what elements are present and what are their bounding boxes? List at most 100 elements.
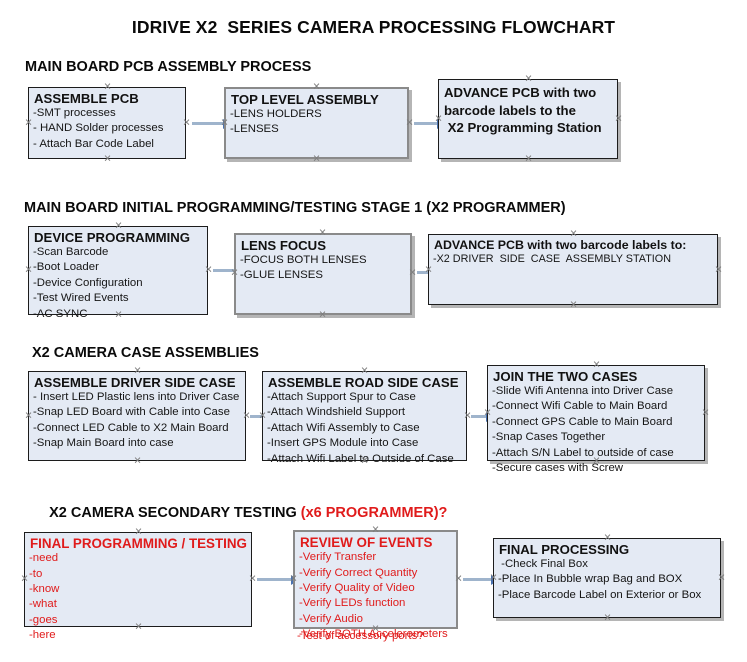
box-device-programming[interactable]: DEVICE PROGRAMMING -Scan Barcode -Boot L… [28, 226, 208, 320]
box-advance-pcb-programming-station[interactable]: ADVANCE PCB with two barcode labels to t… [438, 79, 618, 159]
box-top-level-assembly[interactable]: TOP LEVEL ASSEMBLY -LENS HOLDERS -LENSES [224, 87, 409, 159]
box-final-programming-testing[interactable]: FINAL PROGRAMMING / TESTING -need -to -k… [24, 532, 252, 641]
resize-handle-bottom[interactable] [524, 155, 533, 164]
box-title: ASSEMBLE ROAD SIDE CASE [268, 375, 459, 390]
box-line-list: -need -to -know -what -goes -here [25, 551, 251, 643]
resize-handle-top[interactable] [569, 230, 578, 239]
section-heading-1: MAIN BOARD PCB ASSEMBLY PROCESS [25, 59, 312, 75]
box-title: FINAL PROGRAMMING / TESTING [30, 536, 247, 551]
box-line: -Attach Support Spur to Case [267, 391, 416, 404]
box-final-processing[interactable]: FINAL PROCESSING -Check Final Box -Place… [493, 538, 721, 618]
resize-handle-left[interactable] [424, 266, 433, 275]
resize-handle-right[interactable] [204, 266, 213, 275]
box-overflow-line: -Test of accessory ports? [297, 630, 424, 642]
resize-handle-left[interactable] [434, 115, 443, 124]
resize-handle-bottom[interactable] [371, 625, 380, 634]
box-line: - Insert LED Plastic lens into Driver Ca… [33, 391, 240, 404]
box-line: -need [29, 552, 59, 565]
box-assemble-road-side-case[interactable]: ASSEMBLE ROAD SIDE CASE -Attach Support … [262, 371, 467, 465]
box-line: -know [29, 583, 60, 596]
resize-handle-top[interactable] [592, 361, 601, 370]
box-assemble-driver-side-case[interactable]: ASSEMBLE DRIVER SIDE CASE - Insert LED P… [28, 371, 246, 461]
box-line: - HAND Solder processes [33, 122, 164, 135]
box-line: -Verify Audio [299, 612, 363, 625]
section-heading-4-text: X2 CAMERA SECONDARY TESTING [49, 505, 301, 521]
resize-handle-left[interactable] [489, 574, 498, 583]
box-title-line-3: X2 Programming Station [444, 120, 602, 136]
resize-handle-top[interactable] [603, 534, 612, 543]
box-line: -Slide Wifi Antenna into Driver Case [492, 385, 674, 398]
resize-handle-bottom[interactable] [114, 311, 123, 320]
box-line: -Verify Transfer [299, 551, 377, 564]
box-title: REVIEW OF EVENTS [300, 535, 433, 550]
box-line: -Snap Main Board into case [33, 437, 174, 450]
resize-handle-top[interactable] [312, 83, 321, 92]
resize-handle-right[interactable] [248, 575, 257, 584]
resize-handle-left[interactable] [289, 575, 298, 584]
resize-handle-bottom[interactable] [360, 457, 369, 466]
section-heading-4: X2 CAMERA SECONDARY TESTING (x6 PROGRAMM… [33, 489, 447, 537]
resize-handle-left[interactable] [24, 412, 33, 421]
resize-handle-top[interactable] [524, 75, 533, 84]
resize-handle-top[interactable] [360, 367, 369, 376]
resize-handle-left[interactable] [20, 575, 29, 584]
resize-handle-right[interactable] [717, 574, 726, 583]
box-title-line-2: barcode labels to the [444, 102, 576, 118]
resize-handle-bottom[interactable] [134, 623, 143, 632]
box-line: -LENSES [230, 123, 279, 136]
resize-handle-bottom[interactable] [133, 457, 142, 466]
box-advance-pcb-case-assembly-station[interactable]: ADVANCE PCB with two barcode labels to: … [428, 234, 718, 305]
resize-handle-left[interactable] [24, 266, 33, 275]
box-line: -here [29, 629, 56, 642]
box-line: -LENS HOLDERS [230, 108, 322, 121]
box-lens-focus[interactable]: LENS FOCUS -FOCUS BOTH LENSES -GLUE LENS… [234, 233, 412, 315]
box-review-of-events[interactable]: REVIEW OF EVENTS -Verify Transfer -Verif… [293, 530, 458, 640]
resize-handle-left[interactable] [220, 119, 229, 128]
box-line: -Check Final Box [498, 558, 588, 571]
resize-handle-left[interactable] [483, 409, 492, 418]
box-title: JOIN THE TWO CASES [493, 369, 638, 384]
box-line: -AC SYNC [33, 307, 88, 320]
resize-handle-right[interactable] [714, 266, 723, 275]
page-title: IDRIVE X2 SERIES CAMERA PROCESSING FLOWC… [131, 17, 616, 37]
box-line: -Attach Wifi Assembly to Case [267, 421, 420, 434]
resize-handle-bottom[interactable] [318, 311, 327, 320]
box-line-list: -SMT processes - HAND Solder processes -… [29, 106, 185, 152]
box-line: -Verify LEDs function [299, 597, 406, 610]
resize-handle-top[interactable] [133, 367, 142, 376]
resize-handle-top[interactable] [114, 222, 123, 231]
resize-handle-top[interactable] [103, 83, 112, 92]
resize-handle-right[interactable] [614, 115, 623, 124]
box-line: -Snap Cases Together [492, 431, 606, 444]
resize-handle-top[interactable] [318, 229, 327, 238]
resize-handle-bottom[interactable] [569, 301, 578, 310]
box-join-the-two-cases[interactable]: JOIN THE TWO CASES -Slide Wifi Antenna i… [487, 365, 705, 474]
section-heading-3: X2 CAMERA CASE ASSEMBLIES [32, 345, 259, 361]
box-title: TOP LEVEL ASSEMBLY [231, 92, 379, 107]
resize-handle-bottom[interactable] [603, 614, 612, 623]
resize-handle-right[interactable] [408, 269, 417, 278]
resize-handle-top[interactable] [134, 528, 143, 537]
resize-handle-right[interactable] [405, 119, 414, 128]
box-line: -FOCUS BOTH LENSES [240, 254, 367, 267]
box-line: -Boot Loader [33, 261, 99, 274]
resize-handle-left[interactable] [24, 119, 33, 128]
resize-handle-left[interactable] [258, 412, 267, 421]
resize-handle-top[interactable] [371, 526, 380, 535]
resize-handle-bottom[interactable] [592, 457, 601, 466]
resize-handle-right[interactable] [454, 575, 463, 584]
box-line-list: -LENS HOLDERS -LENSES [226, 107, 407, 138]
resize-handle-right[interactable] [182, 119, 191, 128]
box-title: ASSEMBLE PCB [34, 91, 139, 106]
resize-handle-right[interactable] [701, 409, 710, 418]
box-line: -Test Wired Events [33, 292, 129, 305]
resize-handle-bottom[interactable] [103, 155, 112, 164]
box-line-list: - Insert LED Plastic lens into Driver Ca… [29, 390, 245, 452]
box-assemble-pcb[interactable]: ASSEMBLE PCB -SMT processes - HAND Solde… [28, 87, 186, 159]
box-line: -Scan Barcode [33, 246, 109, 259]
resize-handle-left[interactable] [230, 269, 239, 278]
box-line-list: -X2 DRIVER SIDE CASE ASSEMBLY STATION [429, 252, 717, 267]
resize-handle-bottom[interactable] [312, 155, 321, 164]
box-line: -goes [29, 613, 58, 626]
